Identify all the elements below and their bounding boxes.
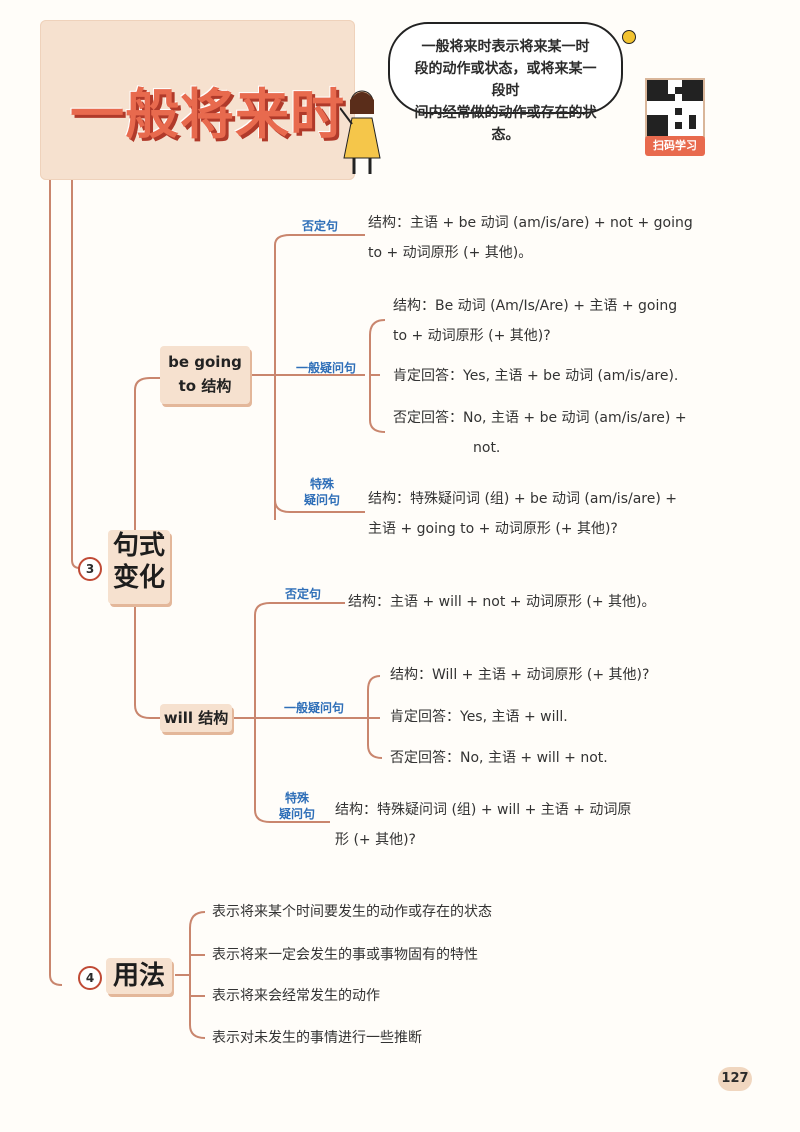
be-question-struct: 结构：Be 动词 (Am/Is/Are) + 主语 + going to + 动… <box>393 291 703 351</box>
teacher-illustration <box>339 88 384 178</box>
usage-item-2: 表示将来一定会发生的事或事物固有的特性 <box>212 947 478 963</box>
section-4-title: 用法 <box>106 958 172 994</box>
be-yes-answer: 肯定回答：Yes, 主语 + be 动词 (am/is/are). <box>393 368 679 384</box>
be-special-label-2: 疑问句 <box>303 493 340 507</box>
be-no-line-2: not. <box>473 440 501 456</box>
definition-line-1: 一般将来时表示将来某一时 <box>421 39 590 55</box>
definition-line-2: 段的动作或状态，或将来某一段时 <box>414 61 597 99</box>
usage-item-4: 表示对未发生的事情进行一些推断 <box>212 1030 422 1046</box>
section-4-number: 4 <box>78 966 102 990</box>
be-special-label: 特殊 疑问句 <box>297 476 347 508</box>
will-negative-label: 否定句 <box>284 587 321 601</box>
will-special-text: 结构：特殊疑问词 (组) + will + 主语 + 动词原 形 (+ 其他)? <box>335 795 675 855</box>
definition-bubble: 一般将来时表示将来某一时 段的动作或状态，或将来某一段时 间内经常做的动作或存在… <box>388 22 623 143</box>
be-special-line-1: 结构：特殊疑问词 (组) + be 动词 (am/is/are) + <box>368 491 677 507</box>
lightbulb-icon <box>622 30 636 44</box>
section-3-title-line-1: 句式 <box>112 531 165 561</box>
will-no-answer: 否定回答：No, 主语 + will + not. <box>390 750 608 766</box>
will-special-line-2: 形 (+ 其他)? <box>335 832 416 848</box>
be-no-answer: 否定回答：No, 主语 + be 动词 (am/is/are) + not. <box>393 403 703 463</box>
section-3-title-line-2: 变化 <box>112 563 165 593</box>
title-banner <box>40 20 355 180</box>
be-special-text: 结构：特殊疑问词 (组) + be 动词 (am/is/are) + 主语 + … <box>368 484 708 544</box>
be-negative-text: 结构：主语 + be 动词 (am/is/are) + not + going … <box>368 208 708 268</box>
page-number: 127 <box>718 1067 752 1091</box>
be-special-label-1: 特殊 <box>309 477 334 491</box>
be-no-line-1: 否定回答：No, 主语 + be 动词 (am/is/are) + <box>393 410 687 426</box>
definition-line-3: 间内经常做的动作或存在的状态。 <box>414 105 597 143</box>
will-node: will 结构 <box>160 704 232 732</box>
usage-item-3: 表示将来会经常发生的动作 <box>212 988 380 1004</box>
be-question-line-2: to + 动词原形 (+ 其他)? <box>393 328 551 344</box>
will-special-line-1: 结构：特殊疑问词 (组) + will + 主语 + 动词原 <box>335 802 632 818</box>
section-3-title: 句式 变化 <box>108 530 170 604</box>
will-negative-text: 结构：主语 + will + not + 动词原形 (+ 其他)。 <box>348 594 656 610</box>
will-special-label-1: 特殊 <box>284 791 309 805</box>
scan-to-learn-label[interactable]: 扫码学习 <box>645 136 705 156</box>
usage-item-1: 表示将来某个时间要发生的动作或存在的状态 <box>212 904 492 920</box>
will-special-label-2: 疑问句 <box>278 807 315 821</box>
page-title: 一般将来时 <box>70 83 345 146</box>
be-special-line-2: 主语 + going to + 动词原形 (+ 其他)? <box>368 521 618 537</box>
will-question-struct: 结构：Will + 主语 + 动词原形 (+ 其他)? <box>390 667 650 683</box>
qr-code-icon[interactable] <box>645 78 705 138</box>
be-negative-line-2: to + 动词原形 (+ 其他)。 <box>368 245 533 261</box>
be-negative-label: 否定句 <box>301 219 338 233</box>
be-going-label-1: be going <box>168 353 242 371</box>
be-question-line-1: 结构：Be 动词 (Am/Is/Are) + 主语 + going <box>393 298 678 314</box>
be-going-label-2: to 结构 <box>178 377 232 395</box>
will-special-label: 特殊 疑问句 <box>272 790 322 822</box>
will-yes-answer: 肯定回答：Yes, 主语 + will. <box>390 709 568 725</box>
will-question-label: 一般疑问句 <box>283 701 344 715</box>
be-negative-line-1: 结构：主语 + be 动词 (am/is/are) + not + going <box>368 215 693 231</box>
be-going-to-node: be going to 结构 <box>160 346 250 404</box>
section-3-number: 3 <box>78 557 102 581</box>
be-question-label: 一般疑问句 <box>295 361 356 375</box>
